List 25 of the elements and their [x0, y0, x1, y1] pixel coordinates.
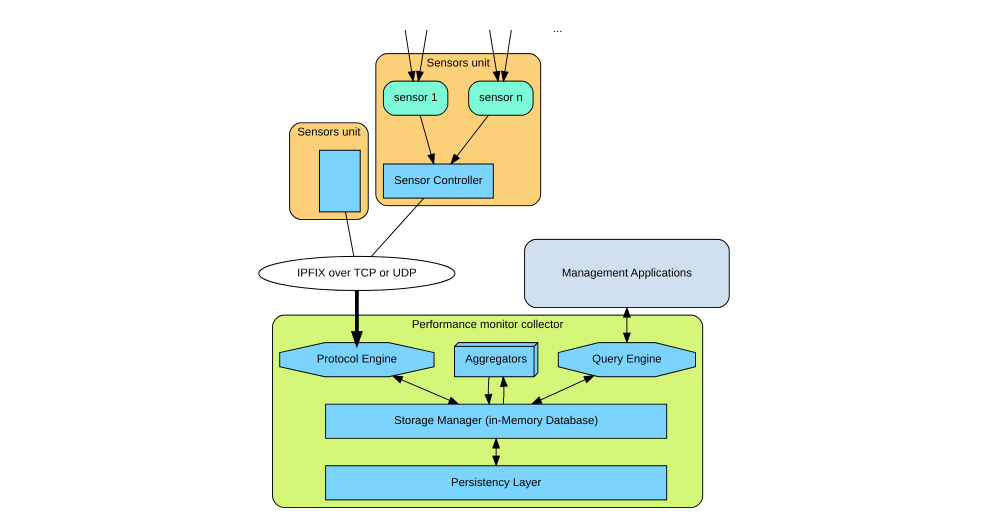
arrow: [492, 437, 500, 468]
node-box: Storage Manager (in-Memory Database): [325, 404, 668, 439]
connector: [344, 211, 354, 257]
arrow: [416, 30, 428, 82]
arrow: [484, 376, 492, 406]
node-box: Sensor Controller: [382, 164, 494, 199]
node-box: Persistency Layer: [325, 465, 668, 500]
connector: [370, 198, 424, 257]
node-box: Management Applications: [524, 238, 730, 308]
cluster: Sensors unit: [289, 122, 369, 220]
arrow: [500, 376, 508, 404]
node-box: sensor n: [468, 80, 534, 116]
arrow: [622, 306, 631, 344]
node-box: [318, 150, 361, 212]
node-ellipse: IPFIX over TCP or UDP: [258, 256, 456, 291]
label: ...: [552, 22, 562, 35]
arrow: [530, 375, 596, 405]
arrow: [420, 115, 435, 166]
arrow: [450, 115, 489, 165]
arrow: [404, 30, 416, 82]
arrow: [489, 30, 500, 82]
arrow: [500, 30, 512, 82]
node-box: sensor 1: [382, 80, 448, 116]
arrow: [350, 290, 363, 348]
arrow: [391, 375, 460, 405]
